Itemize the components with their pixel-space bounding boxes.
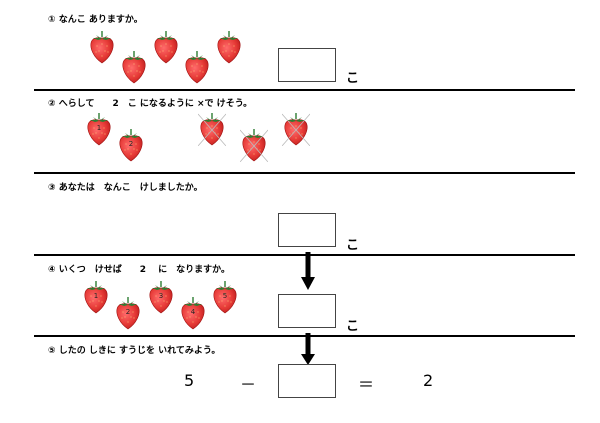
- strawberry-icon: [152, 30, 180, 64]
- minus-sign: －: [240, 375, 257, 394]
- answer-box-5[interactable]: [278, 364, 336, 398]
- divider: [34, 89, 575, 91]
- strawberry-crossed-icon[interactable]: [282, 112, 310, 146]
- question-5: ⑤ したの しきに すうじを いれてみよう。: [48, 346, 221, 356]
- answer-box-4[interactable]: [278, 294, 336, 328]
- strawberry-icon: 5: [211, 280, 239, 314]
- strawberry-number: 4: [190, 308, 196, 316]
- strawberry-icon: [215, 30, 243, 64]
- equation-right-number: 2: [423, 371, 434, 390]
- strawberry-icon: 1: [82, 280, 110, 314]
- strawberry-icon: 2: [114, 296, 142, 330]
- strawberry-crossed-icon[interactable]: [198, 112, 226, 146]
- strawberry-number: 3: [158, 292, 164, 300]
- strawberry-icon: [183, 50, 211, 84]
- unit-ko-1: こ: [346, 71, 360, 86]
- strawberry-icon: 2: [117, 128, 145, 162]
- question-1: ① なんこ ありますか。: [48, 15, 143, 25]
- question-2: ② へらして 2 こ になるように ×で けそう。: [48, 99, 253, 109]
- strawberry-icon: 3: [147, 280, 175, 314]
- answer-box-1[interactable]: [278, 48, 336, 82]
- equation-left-number: 5: [184, 371, 195, 390]
- down-arrow-icon: [301, 252, 315, 290]
- unit-ko-3: こ: [346, 238, 360, 253]
- divider: [34, 172, 575, 174]
- strawberry-crossed-icon[interactable]: [240, 128, 268, 162]
- divider: [34, 335, 575, 337]
- strawberry-icon: [120, 50, 148, 84]
- down-arrow-icon: [301, 333, 315, 365]
- strawberry-number: 2: [128, 140, 134, 148]
- strawberry-number: 2: [125, 308, 131, 316]
- strawberry-icon: 1: [85, 112, 113, 146]
- strawberry-number: 1: [96, 124, 102, 132]
- answer-box-3[interactable]: [278, 213, 336, 247]
- strawberry-number: 5: [222, 292, 228, 300]
- question-4: ④ いくつ けせば 2 に なりますか。: [48, 265, 230, 275]
- strawberry-number: 1: [93, 292, 99, 300]
- strawberry-icon: [88, 30, 116, 64]
- unit-ko-4: こ: [346, 319, 360, 334]
- question-3: ③ あなたは なんこ けしましたか。: [48, 183, 203, 193]
- divider: [34, 254, 575, 256]
- equals-sign: ＝: [358, 375, 375, 394]
- strawberry-icon: 4: [179, 296, 207, 330]
